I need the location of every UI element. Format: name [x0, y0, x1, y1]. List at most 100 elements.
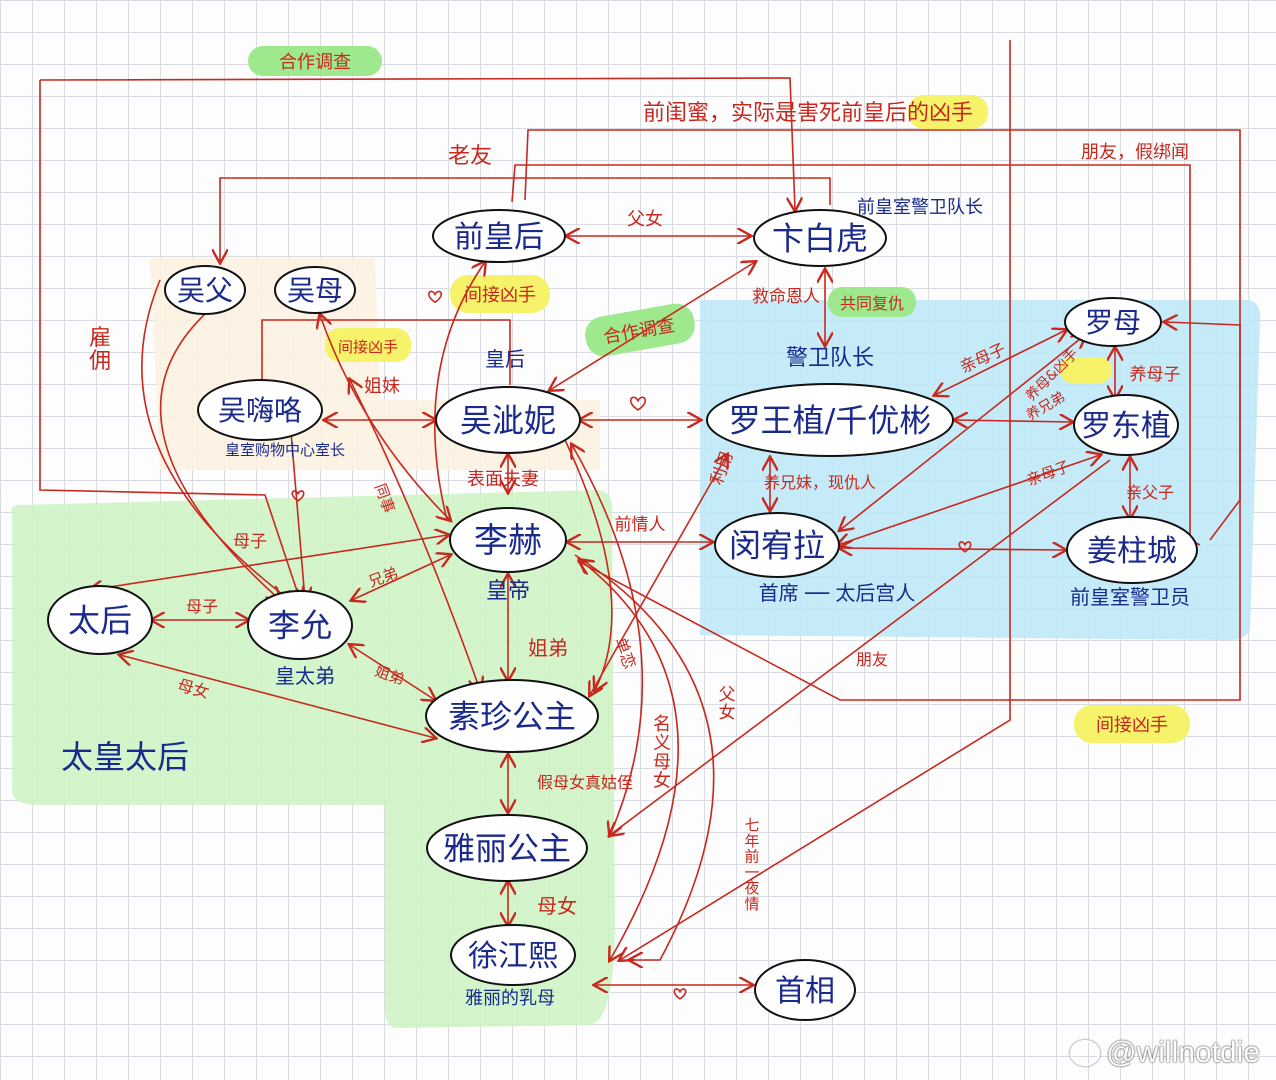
node-ellipse — [1064, 297, 1162, 347]
node-label: 李允 — [268, 607, 332, 645]
node-xujiangxi: 徐江熙 — [450, 924, 576, 986]
node-bianbaihu: 卞白虎 — [753, 209, 887, 267]
node-wuhaige: 吴嗨咯 — [197, 379, 323, 441]
edge-laoyou — [220, 177, 831, 262]
edge-funv-2 — [580, 560, 679, 960]
edge-label-muzi_1: 母子 — [233, 532, 267, 552]
free-text-qianhuangshi_jingweiduizhang: 前皇室警卫队长 — [857, 197, 983, 218]
edge-tongshi — [350, 380, 480, 690]
edge-hezuo-mid — [550, 262, 755, 390]
edge-label-jia_munv: 假母女真姑侄 — [537, 773, 633, 792]
heart-icon — [427, 290, 443, 304]
free-text-taihuangtaihou: 太皇太后 — [61, 738, 189, 776]
node-ellipse — [754, 959, 856, 1021]
edge-guyong — [159, 304, 280, 600]
free-text-jingweiduizhang: 警卫队长 — [786, 346, 874, 371]
edge-label-jianjie_xiongshou_1: 间接凶手 — [464, 285, 536, 306]
node-label: 太后 — [68, 602, 132, 640]
edge-label-laoyou: 老友 — [448, 144, 492, 169]
node-ellipse — [432, 209, 566, 263]
node-yali: 雅丽公主 — [426, 814, 588, 882]
edge-jiangzhucheng-luomu — [1165, 322, 1241, 541]
edge-label-qinfuzi: 亲父子 — [1126, 483, 1174, 502]
edge-label-pengyou: 朋友 — [856, 650, 888, 669]
node-label: 卞白虎 — [772, 220, 868, 258]
node-ellipse — [753, 209, 887, 267]
heart-icon — [291, 490, 305, 502]
edge-label-qinian_yiye: 七年前一夜情 — [744, 816, 759, 913]
node-shouxiang: 首相 — [754, 959, 856, 1021]
node-label: 徐江熙 — [468, 939, 558, 974]
edge-xiongdi — [352, 555, 450, 600]
node-ellipse — [449, 507, 567, 573]
node-ellipse — [247, 590, 353, 660]
edge-label-danlian: 单恋 — [611, 635, 640, 672]
node-luowangzhi: 罗王植/千优彬 — [706, 383, 954, 457]
heart-icon — [958, 541, 972, 553]
edge-label-jianjie_xiongshou_2: 间接凶手 — [338, 338, 398, 356]
node-label: 李赫 — [474, 521, 542, 561]
node-taihou: 太后 — [47, 585, 153, 655]
node-ellipse — [274, 266, 356, 314]
node-label: 罗王植/千优彬 — [729, 402, 932, 440]
highlight-hezuo-top — [248, 46, 382, 76]
node-ellipse — [426, 814, 588, 882]
node-ellipse — [1073, 394, 1179, 456]
node-label: 罗母 — [1085, 306, 1141, 339]
free-text-huanghou: 皇后 — [485, 347, 525, 371]
node-qianhuanghou: 前皇后 — [432, 209, 566, 263]
edge-label-muzi_2: 母子 — [186, 597, 218, 616]
free-text-huangdi: 皇帝 — [486, 579, 530, 604]
node-ellipse — [197, 379, 323, 441]
edge-label-jiujie_enren: 救命恩人 — [752, 287, 820, 307]
node-luodongzhi: 罗东植 — [1073, 394, 1179, 456]
edge-label-funv: 父女 — [627, 209, 663, 230]
node-jiangzhucheng: 姜柱城 — [1066, 516, 1198, 584]
edge-qinian-yiye — [574, 554, 715, 960]
edge-label-gongtong_fuchou: 共同复仇 — [840, 294, 904, 313]
node-label: 吴泚妮 — [460, 402, 556, 440]
node-ellipse — [706, 383, 954, 457]
hearts — [291, 290, 972, 1000]
weibo-icon — [1070, 1040, 1101, 1066]
node-ellipse — [425, 679, 599, 753]
heart-icon — [673, 988, 687, 1000]
watermark: @willnotdie — [1070, 1036, 1260, 1070]
node-label: 闵宥拉 — [729, 527, 825, 565]
highlight-gongtong — [828, 287, 916, 317]
edge-guyong-2 — [141, 279, 291, 601]
edge-label-munv_2: 母女 — [537, 894, 577, 918]
node-label: 姜柱城 — [1087, 534, 1177, 569]
edge-label-yangxiongmei: 养兄妹，现仇人 — [764, 473, 876, 492]
watermark-text: @willnotdie — [1106, 1036, 1260, 1069]
edge-label-pengyou_jiabangjia: 朋友，假绑闻 — [1081, 142, 1189, 163]
node-suzhen: 素珍公主 — [425, 679, 599, 753]
edge-munv-1 — [120, 655, 435, 738]
edge-mingyi-munv — [572, 445, 644, 835]
node-label: 罗东植 — [1081, 409, 1171, 444]
highlight-qianguimi — [908, 95, 988, 129]
node-label: 吴嗨咯 — [218, 394, 302, 427]
node-label: 前皇后 — [454, 220, 544, 255]
free-text-huangshi_gouwu: 皇室购物中心室长 — [225, 441, 345, 459]
node-minyoula: 闵宥拉 — [714, 512, 840, 578]
node-ellipse — [714, 512, 840, 578]
edge-label-funv_2: 父女 — [719, 685, 736, 723]
node-wufu: 吴父 — [164, 265, 246, 315]
node-ellipse — [1066, 516, 1198, 584]
node-lihe: 李赫 — [449, 507, 567, 573]
node-liyun: 李允 — [247, 590, 353, 660]
node-ellipse — [47, 585, 153, 655]
node-luomu: 罗母 — [1064, 297, 1162, 347]
node-wusanni: 吴泚妮 — [435, 386, 581, 454]
edge-label-jianjie_xiongshou_3: 间接凶手 — [1096, 715, 1168, 736]
node-ellipse — [450, 924, 576, 986]
edge-minyoula-jiangzhucheng — [840, 548, 1065, 550]
edge-right-long — [620, 40, 1011, 960]
heart-icon — [629, 396, 647, 411]
node-label: 吴父 — [177, 274, 233, 307]
highlight-jianjie-3 — [1074, 705, 1190, 743]
edge-label-qianguimi: 前闺蜜，实际是害死前皇后的凶手 — [643, 101, 973, 126]
edge-label-guyong: 雇佣 — [89, 326, 111, 374]
